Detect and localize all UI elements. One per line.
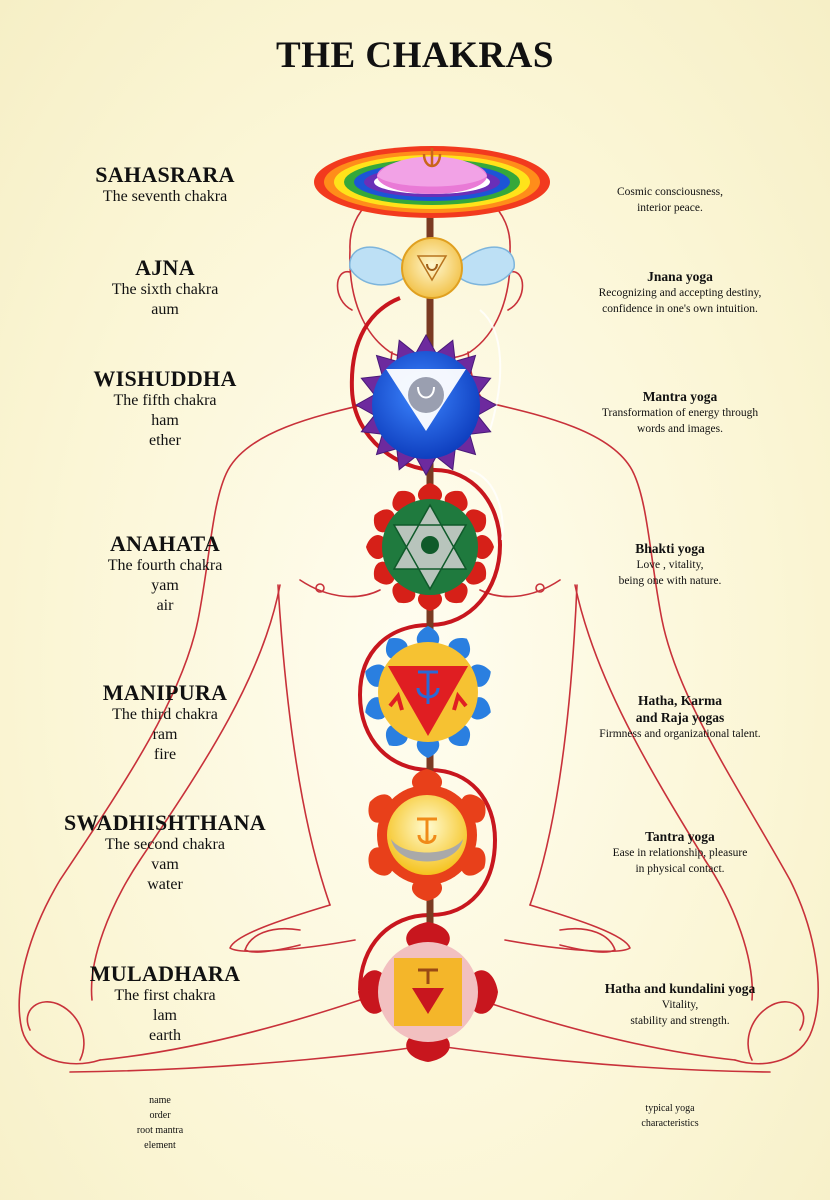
chakra-element: air bbox=[156, 597, 174, 614]
characteristic-line: Cosmic consciousness, bbox=[616, 186, 724, 198]
legend-item: element bbox=[144, 1140, 176, 1151]
desc-sahasrara: Cosmic consciousness, interior peace. bbox=[560, 184, 780, 216]
yoga-name: Hatha and kundalini yoga bbox=[604, 981, 756, 996]
label-muladhara: MULADHARA The first chakra lam earth bbox=[50, 962, 280, 1046]
chakra-element: fire bbox=[153, 746, 177, 763]
chakra-mantra: ram bbox=[152, 726, 178, 743]
legend-left-columns: name order root mantra element bbox=[110, 1093, 210, 1153]
muladhara-symbol bbox=[358, 922, 498, 1062]
legend-right-columns: typical yoga characteristics bbox=[610, 1101, 730, 1131]
label-ajna: AJNA The sixth chakra aum bbox=[50, 256, 280, 320]
label-sahasrara: SAHASRARA The seventh chakra bbox=[50, 163, 280, 207]
label-anahata: ANAHATA The fourth chakra yam air bbox=[50, 532, 280, 616]
swadhishthana-symbol bbox=[362, 769, 492, 901]
poster-title: THE CHAKRAS bbox=[276, 35, 554, 76]
desc-muladhara: Hatha and kundalini yoga Vitality, stabi… bbox=[560, 980, 800, 1029]
chakra-order: The fourth chakra bbox=[107, 557, 223, 574]
characteristic-line: interior peace. bbox=[637, 202, 703, 214]
characteristic-line: Vitality, bbox=[661, 999, 699, 1011]
sahasrara-symbol bbox=[314, 146, 550, 218]
label-swadhishthana: SWADHISHTHANA The second chakra vam wate… bbox=[30, 811, 300, 895]
yoga-name: Jnana yoga bbox=[647, 269, 713, 284]
legend-item: root mantra bbox=[136, 1125, 184, 1136]
kundalini-line bbox=[349, 296, 503, 991]
chakra-mantra: vam bbox=[151, 856, 179, 873]
characteristic-line: Transformation of energy through bbox=[601, 407, 759, 419]
chakra-mantra: aum bbox=[151, 301, 179, 318]
characteristic-line: being one with nature. bbox=[618, 575, 722, 587]
chakra-name: AJNA bbox=[135, 255, 195, 280]
characteristic-line: Recognizing and accepting destiny, bbox=[598, 287, 762, 299]
ajna-symbol bbox=[349, 237, 515, 299]
desc-manipura: Hatha, Karma and Raja yogas Firmness and… bbox=[560, 692, 800, 742]
chakra-element: earth bbox=[149, 1027, 181, 1044]
chakra-order: The first chakra bbox=[114, 987, 216, 1004]
characteristic-line: words and images. bbox=[637, 423, 723, 435]
manipura-symbol bbox=[361, 626, 495, 758]
characteristic-line: Love , vitality, bbox=[636, 559, 704, 571]
desc-anahata: Bhakti yoga Love , vitality, being one w… bbox=[580, 540, 760, 589]
chakra-order: The fifth chakra bbox=[113, 392, 217, 409]
yoga-name: Bhakti yoga bbox=[635, 541, 705, 556]
desc-ajna: Jnana yoga Recognizing and accepting des… bbox=[555, 268, 805, 317]
chakra-mantra: lam bbox=[153, 1007, 177, 1024]
label-wishuddha: WISHUDDHA The fifth chakra ham ether bbox=[50, 367, 280, 451]
chakra-element: water bbox=[147, 876, 183, 893]
characteristic-line: in physical contact. bbox=[635, 863, 725, 875]
chakra-name: SAHASRARA bbox=[95, 162, 235, 187]
yoga-name: Tantra yoga bbox=[645, 829, 715, 844]
chakra-name: MULADHARA bbox=[89, 961, 241, 986]
characteristic-line: Firmness and organizational talent. bbox=[599, 728, 761, 740]
chakra-order: The sixth chakra bbox=[111, 281, 219, 298]
legend-item: name bbox=[149, 1095, 171, 1106]
label-manipura: MANIPURA The third chakra ram fire bbox=[50, 681, 280, 765]
wishuddha-symbol bbox=[355, 333, 497, 476]
chakra-order: The third chakra bbox=[112, 706, 218, 723]
yoga-name: Hatha, Karma bbox=[638, 693, 722, 708]
chakra-element: ether bbox=[149, 432, 181, 449]
yoga-name: Mantra yoga bbox=[642, 389, 718, 404]
legend-item: characteristics bbox=[641, 1118, 699, 1129]
characteristic-line: Ease in relationship, pleasure bbox=[612, 847, 748, 859]
chakra-name: MANIPURA bbox=[102, 680, 228, 705]
chakra-name: ANAHATA bbox=[109, 531, 221, 556]
anahata-symbol bbox=[366, 483, 494, 611]
yoga-name-line2: and Raja yogas bbox=[635, 710, 725, 725]
chakra-mantra: ham bbox=[151, 412, 179, 429]
characteristic-line: stability and strength. bbox=[630, 1015, 730, 1027]
desc-swadhishthana: Tantra yoga Ease in relationship, pleasu… bbox=[570, 828, 790, 877]
desc-wishuddha: Mantra yoga Transformation of energy thr… bbox=[560, 388, 800, 437]
chakra-name: WISHUDDHA bbox=[93, 366, 237, 391]
characteristic-line: confidence in one's own intuition. bbox=[602, 303, 758, 315]
chakra-order: The seventh chakra bbox=[102, 188, 228, 205]
chakra-mantra: yam bbox=[151, 577, 179, 594]
chakra-name: SWADHISHTHANA bbox=[64, 810, 266, 835]
legend-item: order bbox=[149, 1110, 171, 1121]
legend-item: typical yoga bbox=[645, 1103, 695, 1114]
chakra-order: The second chakra bbox=[105, 836, 225, 853]
